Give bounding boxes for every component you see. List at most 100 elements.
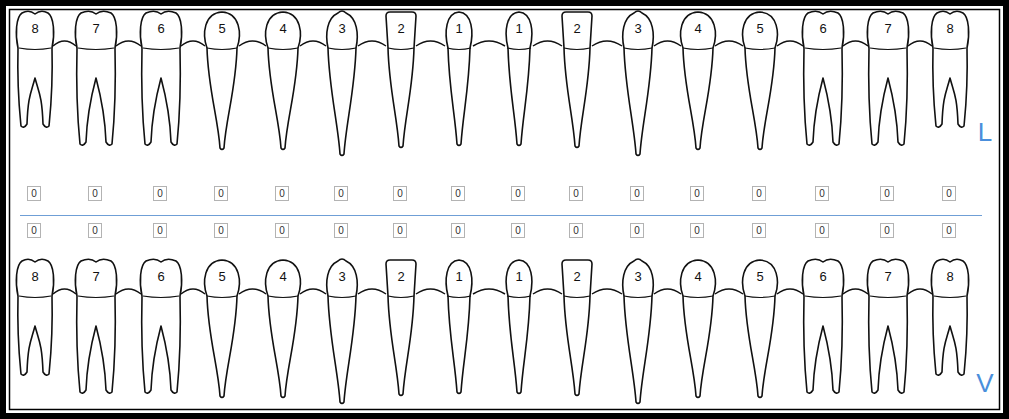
value-text: 0: [154, 187, 166, 200]
tooth-number: 4: [261, 269, 305, 285]
value-text: 0: [154, 224, 166, 237]
value-text: 0: [691, 224, 703, 237]
tooth: 3: [617, 8, 659, 158]
crown-line: [19, 48, 51, 50]
crown-line: [388, 296, 414, 298]
tooth-number: 4: [676, 21, 720, 37]
crown-line: [19, 296, 51, 298]
tooth: 1: [500, 256, 538, 406]
tooth-shape: [386, 12, 416, 148]
value-box: 0: [630, 223, 644, 238]
crown-line: [268, 48, 298, 50]
tooth: 6: [798, 8, 848, 158]
tooth: 5: [738, 8, 782, 158]
value-box: 0: [393, 186, 407, 201]
crown-line: [328, 296, 356, 298]
crown-line: [934, 48, 966, 50]
tooth: 8: [12, 8, 58, 158]
tooth: 4: [261, 8, 305, 158]
tooth-number: 1: [440, 21, 478, 37]
tooth-number: 8: [927, 21, 973, 37]
value-box: 0: [815, 186, 829, 201]
value-box: 0: [275, 223, 289, 238]
tooth-shape: [327, 11, 358, 156]
value-text: 0: [816, 187, 828, 200]
crown-line: [507, 296, 531, 298]
tooth-shape: [931, 259, 968, 375]
value-box: 0: [569, 223, 583, 238]
crown-line: [507, 48, 531, 50]
tooth-number: 2: [557, 21, 597, 37]
tooth-shape: [743, 12, 778, 150]
value-text: 0: [512, 224, 524, 237]
tooth: 8: [927, 256, 973, 406]
tooth: 1: [440, 256, 478, 406]
tooth-number: 3: [617, 21, 659, 37]
value-text: 0: [570, 224, 582, 237]
tooth: 2: [381, 8, 421, 158]
tooth-shape: [386, 260, 416, 396]
inner-frame: [10, 10, 1000, 410]
tooth: 2: [557, 256, 597, 406]
value-box: 0: [334, 186, 348, 201]
crown-line: [78, 48, 114, 50]
crown-line: [447, 48, 471, 50]
value-box: 0: [88, 223, 102, 238]
tooth-number: 7: [71, 21, 121, 37]
tooth-shape: [140, 11, 181, 145]
tooth-shape: [681, 260, 716, 398]
crown-line: [447, 296, 471, 298]
value-box: 0: [690, 186, 704, 201]
tooth-shape: [506, 12, 532, 146]
crown-line: [745, 296, 775, 298]
tooth: 8: [12, 256, 58, 406]
tooth: 3: [321, 8, 363, 158]
value-text: 0: [691, 187, 703, 200]
tooth-shape: [327, 259, 358, 404]
value-box: 0: [880, 223, 894, 238]
tooth-shape: [623, 11, 654, 156]
tooth-shape: [867, 11, 908, 145]
tooth-shape: [562, 12, 592, 148]
value-box: 0: [451, 223, 465, 238]
tooth: 8: [927, 8, 973, 158]
tooth-number: 6: [136, 269, 186, 285]
value-text: 0: [394, 187, 406, 200]
value-text: 0: [753, 224, 765, 237]
value-box: 0: [275, 186, 289, 201]
value-text: 0: [631, 187, 643, 200]
value-box: 0: [880, 186, 894, 201]
tooth-number: 6: [136, 21, 186, 37]
tooth-number: 8: [12, 21, 58, 37]
tooth-number: 1: [440, 269, 478, 285]
tooth-number: 8: [12, 269, 58, 285]
crown-line: [870, 296, 906, 298]
value-text: 0: [816, 224, 828, 237]
value-box: 0: [214, 186, 228, 201]
value-text: 0: [28, 224, 40, 237]
value-text: 0: [276, 187, 288, 200]
value-text: 0: [89, 224, 101, 237]
tooth-shape: [75, 11, 116, 145]
crown-line: [683, 48, 713, 50]
value-box: 0: [511, 223, 525, 238]
tooth: 6: [136, 8, 186, 158]
tooth-shape: [867, 259, 908, 393]
tooth: 5: [200, 256, 244, 406]
crown-line: [207, 296, 237, 298]
value-box: 0: [511, 186, 525, 201]
value-box: 0: [214, 223, 228, 238]
tooth: 5: [738, 256, 782, 406]
tooth-shape: [446, 12, 472, 146]
tooth-number: 3: [617, 269, 659, 285]
gum-line: [53, 289, 932, 294]
gum-lines: [53, 41, 932, 294]
crown-line: [805, 296, 841, 298]
value-text: 0: [753, 187, 765, 200]
tooth: 2: [557, 8, 597, 158]
value-box: 0: [690, 223, 704, 238]
tooth-number: 2: [557, 269, 597, 285]
crown-line: [870, 48, 906, 50]
crown-line: [564, 48, 590, 50]
